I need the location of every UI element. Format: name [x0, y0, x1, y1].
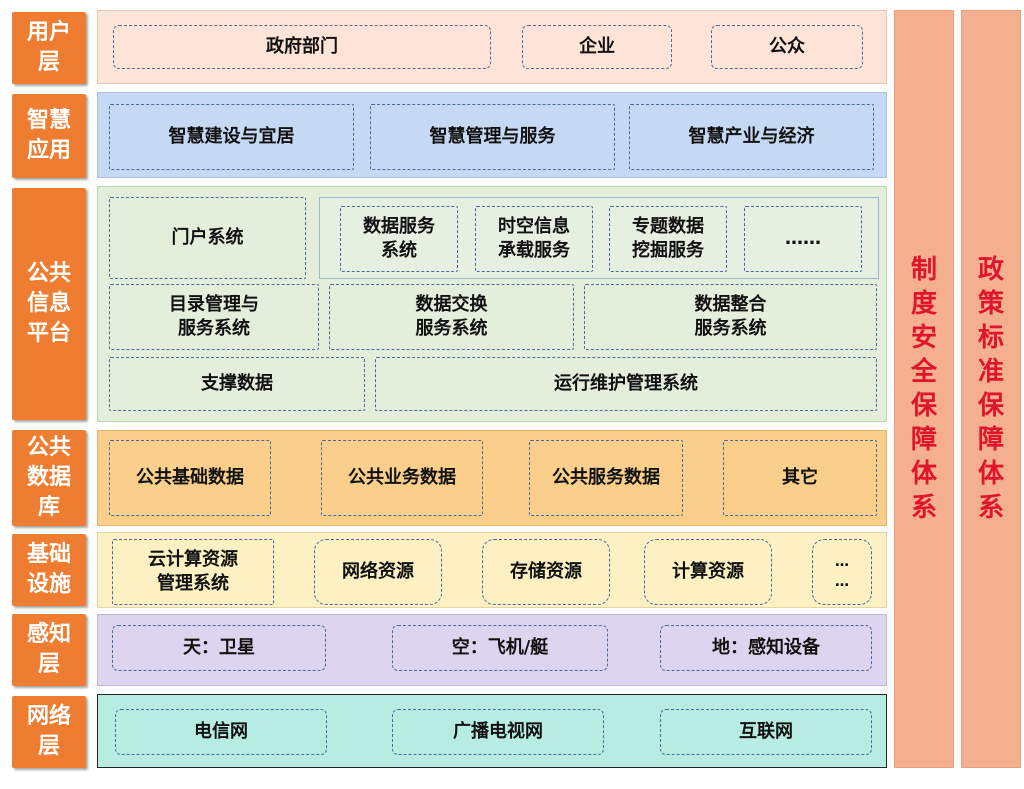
- telecom-network-box: 电信网: [115, 709, 327, 755]
- compute-resource-box: 计算资源: [644, 539, 772, 605]
- government-box: 政府部门: [113, 25, 491, 69]
- topic-mining-service-box: 专题数据 挖掘服务: [609, 206, 727, 272]
- portal-system-box: 门户系统: [109, 197, 306, 279]
- ground-sensor-box: 地：感知设备: [660, 625, 872, 671]
- storage-resource-box: 存储资源: [482, 539, 610, 605]
- public-info-platform-label: 公共 信息 平台: [12, 188, 86, 420]
- public-service-data-box: 公共服务数据: [529, 440, 683, 516]
- policy-standard-column: 政策标准保障体系: [961, 10, 1021, 768]
- ops-management-box: 运行维护管理系统: [375, 357, 877, 411]
- security-system-text: 制度安全保障体系: [910, 255, 937, 523]
- security-system-column: 制度安全保障体系: [894, 10, 954, 768]
- smart-construction-box: 智慧建设与宜居: [109, 104, 354, 170]
- infrastructure-label: 基础 设施: [12, 534, 86, 606]
- aircraft-box: 空：飞机/艇: [392, 625, 608, 671]
- public-database-label: 公共 数据 库: [12, 430, 86, 526]
- data-exchange-box: 数据交换 服务系统: [329, 284, 574, 350]
- spatiotemporal-service-box: 时空信息 承载服务: [475, 206, 593, 272]
- catalog-management-box: 目录管理与 服务系统: [109, 284, 319, 350]
- infrastructure-band: 云计算资源 管理系统 网络资源 存储资源 计算资源 … …: [97, 532, 887, 608]
- cloud-management-box: 云计算资源 管理系统: [112, 539, 274, 605]
- smart-app-layer-label: 智慧 应用: [12, 94, 86, 178]
- data-service-box: 数据服务 系统: [340, 206, 458, 272]
- smart-management-box: 智慧管理与服务: [370, 104, 615, 170]
- service-group-panel: 数据服务 系统 时空信息 承载服务 专题数据 挖掘服务 ……: [319, 197, 879, 279]
- sensing-layer-band: 天：卫星 空：飞机/艇 地：感知设备: [97, 614, 887, 686]
- public-database-band: 公共基础数据 公共业务数据 公共服务数据 其它: [97, 430, 887, 526]
- more-resources-box: … …: [812, 539, 872, 605]
- sensing-layer-label: 感知 层: [12, 614, 86, 686]
- other-data-box: 其它: [723, 440, 877, 516]
- network-resource-box: 网络资源: [314, 539, 442, 605]
- smart-industry-box: 智慧产业与经济: [629, 104, 874, 170]
- public-base-data-box: 公共基础数据: [109, 440, 271, 516]
- public-info-platform-band: 门户系统 数据服务 系统 时空信息 承载服务 专题数据 挖掘服务 …… 目录管理…: [97, 186, 887, 422]
- data-integration-box: 数据整合 服务系统: [584, 284, 877, 350]
- public-business-data-box: 公共业务数据: [321, 440, 483, 516]
- broadcast-tv-network-box: 广播电视网: [392, 709, 604, 755]
- user-layer-label: 用户 层: [12, 12, 86, 84]
- more-services-box: ……: [744, 206, 862, 272]
- satellite-box: 天：卫星: [112, 625, 326, 671]
- public-box: 公众: [711, 25, 863, 69]
- enterprise-box: 企业: [522, 25, 672, 69]
- support-data-box: 支撑数据: [109, 357, 365, 411]
- internet-box: 互联网: [660, 709, 872, 755]
- network-layer-label: 网络 层: [12, 696, 86, 768]
- smart-app-layer-band: 智慧建设与宜居 智慧管理与服务 智慧产业与经济: [97, 92, 887, 178]
- policy-standard-text: 政策标准保障体系: [977, 255, 1004, 523]
- user-layer-band: 政府部门 企业 公众: [97, 10, 887, 84]
- network-layer-band: 电信网 广播电视网 互联网: [97, 694, 887, 768]
